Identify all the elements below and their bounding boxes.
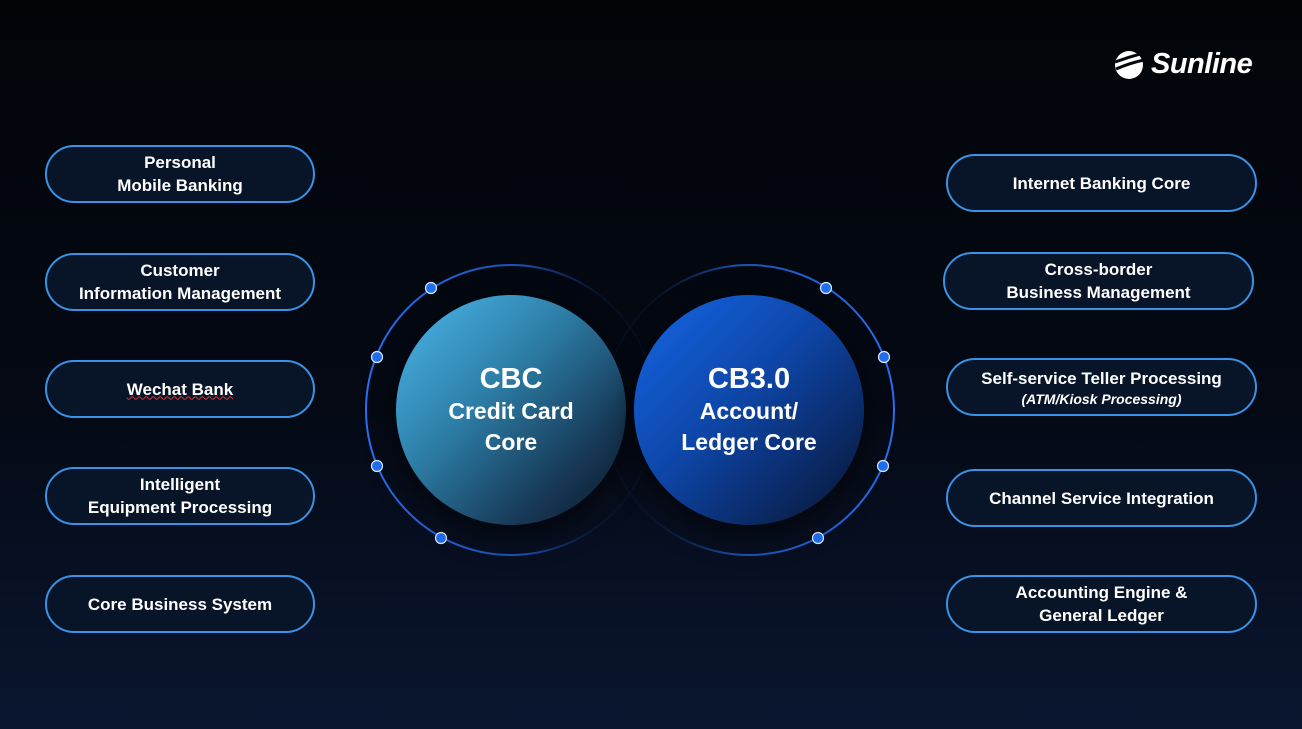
module-label: Equipment Processing — [87, 498, 273, 517]
sunline-logo: Sunline — [1113, 48, 1253, 81]
module-intelligent-equipment-processing: Intelligent Equipment Processing — [45, 467, 315, 525]
module-personal-mobile-banking: Personal Mobile Banking — [45, 145, 315, 203]
module-cross-border-business-management: Cross-border Business Management — [943, 252, 1254, 310]
module-core-business-system: Core Business System — [45, 575, 315, 633]
module-label: Internet Banking Core — [1012, 173, 1191, 193]
orbit-dot — [877, 350, 891, 364]
module-accounting-engine-general-ledger: Accounting Engine & General Ledger — [946, 575, 1257, 633]
module-label: Mobile Banking — [117, 176, 243, 195]
module-label: Information Management — [78, 284, 282, 303]
orbit-dot — [876, 459, 890, 473]
module-internet-banking-core: Internet Banking Core — [946, 154, 1257, 212]
module-label: Personal — [144, 153, 216, 172]
orbit-dot — [819, 281, 833, 295]
core-title: CB3.0 — [707, 363, 791, 395]
module-label: Customer — [140, 261, 220, 280]
module-channel-service-integration: Channel Service Integration — [946, 469, 1257, 527]
module-label: Cross-border — [1044, 260, 1153, 279]
module-label: General Ledger — [1039, 606, 1164, 625]
core-subtitle: Account/ — [699, 398, 799, 424]
core-subtitle: Credit Card — [448, 398, 574, 424]
module-label: Accounting Engine & — [1015, 583, 1188, 602]
module-label: Business Management — [1006, 283, 1191, 302]
core-subtitle: Ledger Core — [681, 429, 817, 455]
sunline-globe-icon — [1114, 50, 1145, 79]
module-label: Wechat Bank — [126, 379, 234, 399]
orbit-dot — [434, 531, 448, 545]
core-subtitle: Core — [484, 429, 538, 455]
module-label: Self-service Teller Processing — [981, 368, 1222, 388]
module-self-service-teller-processing: Self-service Teller Processing (ATM/Kios… — [946, 358, 1257, 416]
orbit-dot — [424, 281, 438, 295]
orbit-dot — [811, 531, 825, 545]
module-label: Channel Service Integration — [989, 488, 1214, 508]
module-label: Intelligent — [139, 475, 221, 494]
module-sublabel: (ATM/Kiosk Processing) — [1021, 390, 1182, 407]
module-customer-information-management: Customer Information Management — [45, 253, 315, 311]
brand-name: Sunline — [1151, 48, 1253, 80]
module-label: Core Business System — [87, 594, 273, 614]
module-wechat-bank: Wechat Bank — [45, 360, 315, 418]
cb3-core-circle: CB3.0 Account/ Ledger Core — [634, 295, 864, 525]
orbit-dot — [370, 459, 384, 473]
cbc-core-circle: CBC Credit Card Core — [396, 295, 626, 525]
core-title: CBC — [479, 363, 543, 395]
orbit-dot — [370, 350, 384, 364]
